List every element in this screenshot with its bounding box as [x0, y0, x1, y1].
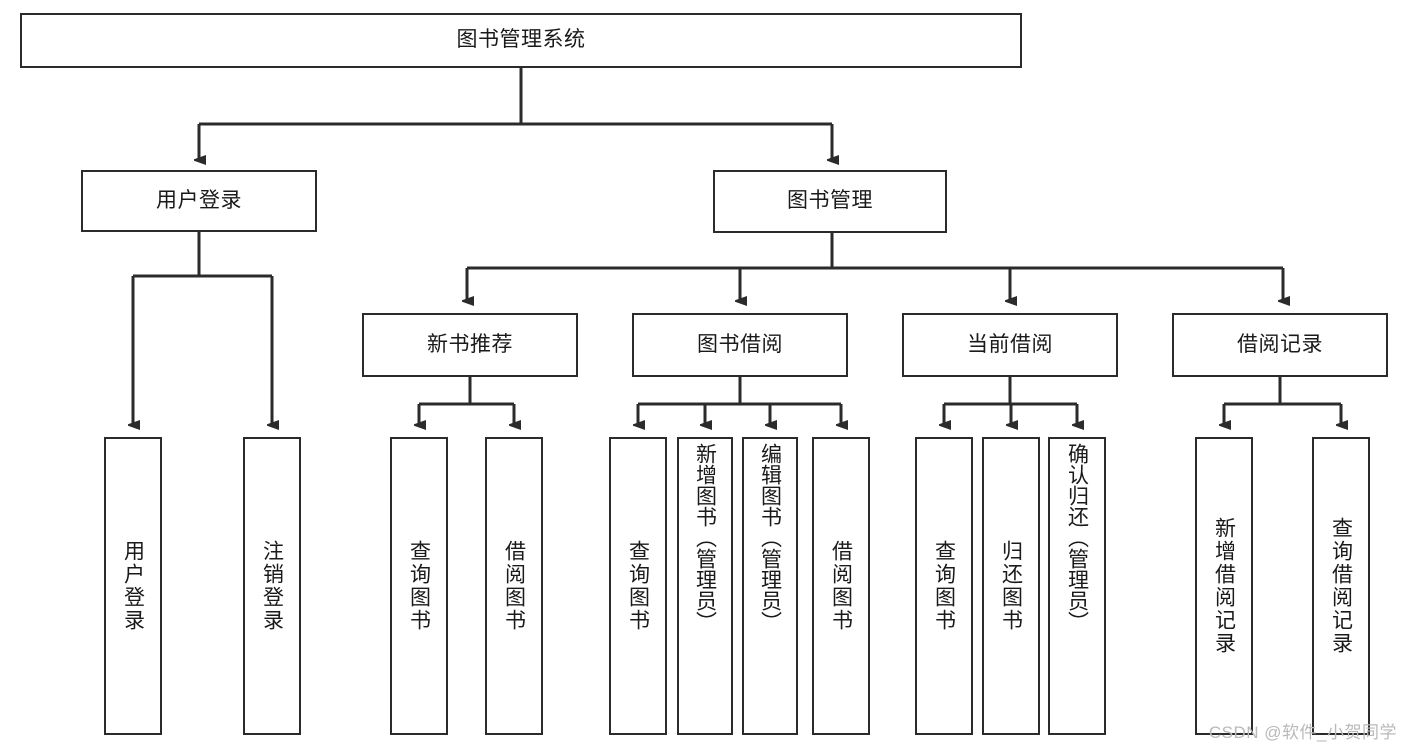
leaf-logout-label: 注销登录 [260, 540, 284, 632]
node-book-management[interactable]: 图书管理 [713, 170, 947, 233]
node-new-book-recommend-label: 新书推荐 [427, 332, 513, 356]
leaf-cb-return-book[interactable]: 归还图书 [982, 437, 1040, 735]
leaf-cb-confirm-return-admin[interactable]: 确认归还（管理员） [1048, 437, 1106, 735]
node-book-borrow[interactable]: 图书借阅 [632, 313, 848, 377]
node-book-borrow-label: 图书借阅 [697, 332, 783, 356]
leaf-bb-add-book-admin-label: 新增图书（管理员） [693, 443, 717, 632]
leaf-user-login[interactable]: 用户登录 [104, 437, 162, 735]
node-borrow-record-label: 借阅记录 [1237, 332, 1323, 356]
leaf-br-query-record-label: 查询借阅记录 [1329, 517, 1353, 655]
node-root-system[interactable]: 图书管理系统 [20, 13, 1022, 68]
node-user-login[interactable]: 用户登录 [81, 170, 317, 232]
leaf-br-query-record[interactable]: 查询借阅记录 [1312, 437, 1370, 735]
node-current-borrow-label: 当前借阅 [967, 332, 1053, 356]
leaf-bb-borrow-book-label: 借阅图书 [829, 540, 853, 632]
leaf-nb-query-book-label: 查询图书 [407, 540, 431, 632]
leaf-cb-confirm-return-admin-label: 确认归还（管理员） [1065, 443, 1089, 632]
leaf-br-add-record-label: 新增借阅记录 [1212, 517, 1236, 655]
node-new-book-recommend[interactable]: 新书推荐 [362, 313, 578, 377]
leaf-cb-query-book-label: 查询图书 [932, 540, 956, 632]
leaf-cb-return-book-label: 归还图书 [999, 540, 1023, 632]
leaf-bb-query-book-label: 查询图书 [626, 540, 650, 632]
leaf-bb-add-book-admin[interactable]: 新增图书（管理员） [677, 437, 733, 735]
leaf-cb-query-book[interactable]: 查询图书 [915, 437, 973, 735]
leaf-bb-borrow-book[interactable]: 借阅图书 [812, 437, 870, 735]
node-root-system-label: 图书管理系统 [456, 28, 586, 52]
node-user-login-label: 用户登录 [156, 188, 242, 212]
leaf-bb-edit-book-admin-label: 编辑图书（管理员） [758, 443, 782, 632]
leaf-nb-query-book[interactable]: 查询图书 [390, 437, 448, 735]
leaf-logout[interactable]: 注销登录 [243, 437, 301, 735]
node-borrow-record[interactable]: 借阅记录 [1172, 313, 1388, 377]
leaf-bb-edit-book-admin[interactable]: 编辑图书（管理员） [742, 437, 798, 735]
node-current-borrow[interactable]: 当前借阅 [902, 313, 1118, 377]
watermark-text: CSDN @软件_小贺同学 [1208, 723, 1397, 742]
leaf-nb-borrow-book-label: 借阅图书 [502, 540, 526, 632]
node-book-management-label: 图书管理 [787, 189, 873, 213]
leaf-user-login-label: 用户登录 [121, 540, 145, 632]
leaf-br-add-record[interactable]: 新增借阅记录 [1195, 437, 1253, 735]
leaf-nb-borrow-book[interactable]: 借阅图书 [485, 437, 543, 735]
leaf-bb-query-book[interactable]: 查询图书 [609, 437, 667, 735]
